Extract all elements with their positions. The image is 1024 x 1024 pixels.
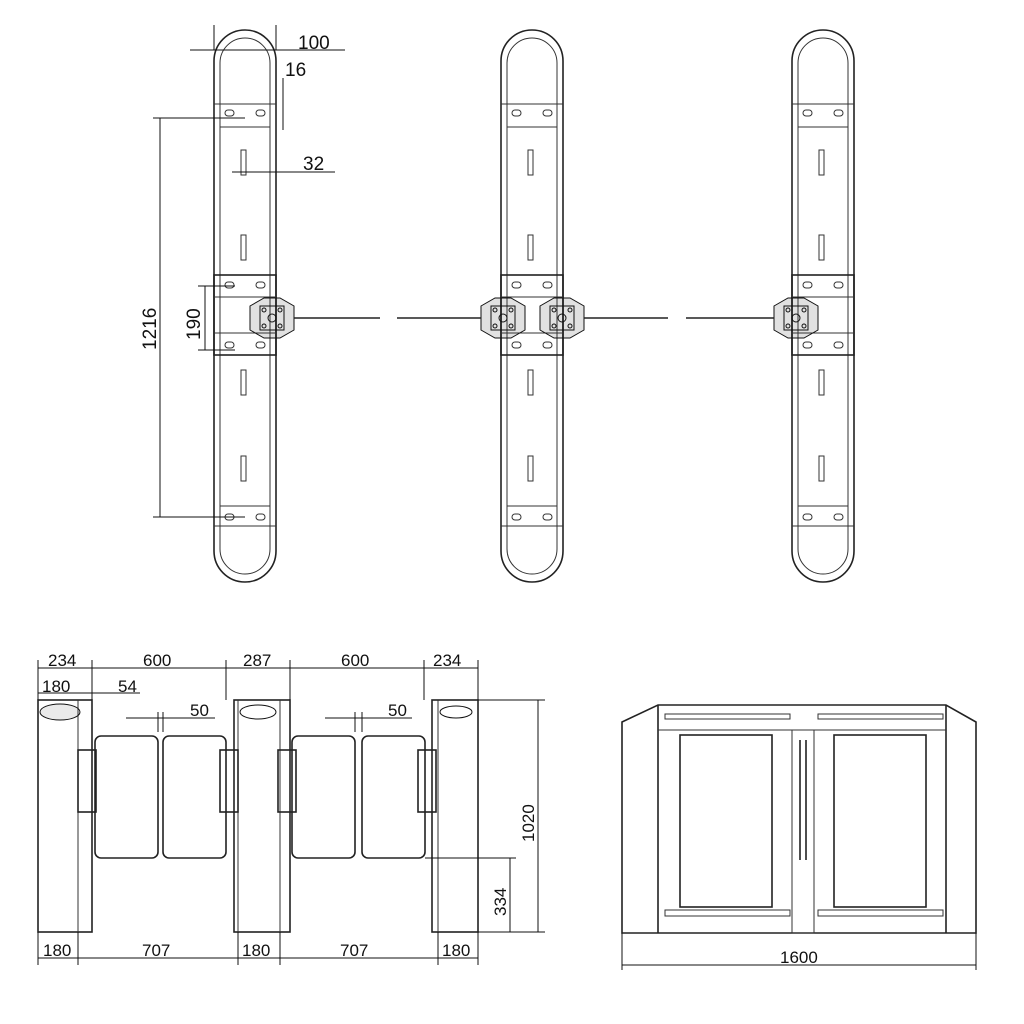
top-view: 100 16 32 1216 190	[140, 25, 855, 583]
dim-bottom-1: 180	[43, 941, 71, 960]
dim-top-4: 600	[341, 651, 369, 670]
side-view: 1600	[621, 704, 977, 970]
dim-bottom-4: 707	[340, 941, 368, 960]
front-view: 234 600 287 600 234 180 54 50 50 1020 33…	[37, 651, 545, 965]
dim-top-1: 234	[48, 651, 76, 670]
dim-bottom-5: 180	[442, 941, 470, 960]
swing-arms	[249, 297, 819, 339]
dim-total-width: 1600	[780, 948, 818, 967]
dim-height: 1020	[519, 804, 538, 842]
front-flaps	[94, 735, 426, 859]
dim-50-left: 50	[190, 701, 209, 720]
dim-top-3: 287	[243, 651, 271, 670]
dim-length-label: 1216	[140, 308, 161, 350]
dim-50-right: 50	[388, 701, 407, 720]
dim-bottom-2: 707	[142, 941, 170, 960]
front-cabinets	[37, 699, 479, 933]
dim-width-label: 100	[298, 33, 330, 54]
dim-180-top: 180	[42, 677, 70, 696]
dim-flap-height: 334	[491, 888, 510, 916]
dim-54: 54	[118, 677, 137, 696]
dim-wall-label: 16	[285, 60, 306, 81]
top-view-dimensions: 100 16 32 1216 190	[140, 25, 345, 518]
dim-top-5: 234	[433, 651, 461, 670]
front-view-dimensions: 234 600 287 600 234 180 54 50 50 1020 33…	[37, 651, 545, 965]
dim-offset-label: 32	[303, 154, 324, 175]
dim-module-label: 190	[184, 308, 205, 340]
dim-bottom-3: 180	[242, 941, 270, 960]
dim-top-2: 600	[143, 651, 171, 670]
